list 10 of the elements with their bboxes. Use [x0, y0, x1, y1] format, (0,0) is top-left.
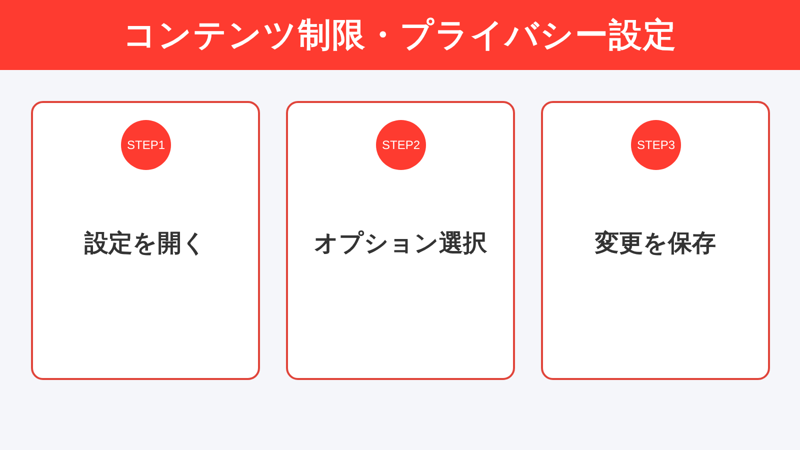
step-card	[286, 101, 515, 380]
step-circle: STEP3	[631, 120, 681, 170]
step-label: オプション選択	[314, 230, 487, 257]
step-label: 設定を開く	[84, 230, 206, 257]
step-circle: STEP1	[121, 120, 171, 170]
title: コンテンツ制限・プライバシー設定	[123, 14, 677, 54]
step-card	[541, 101, 770, 380]
step-card	[31, 101, 260, 380]
step-circle: STEP2	[376, 120, 426, 170]
step-label: 変更を保存	[595, 230, 716, 257]
